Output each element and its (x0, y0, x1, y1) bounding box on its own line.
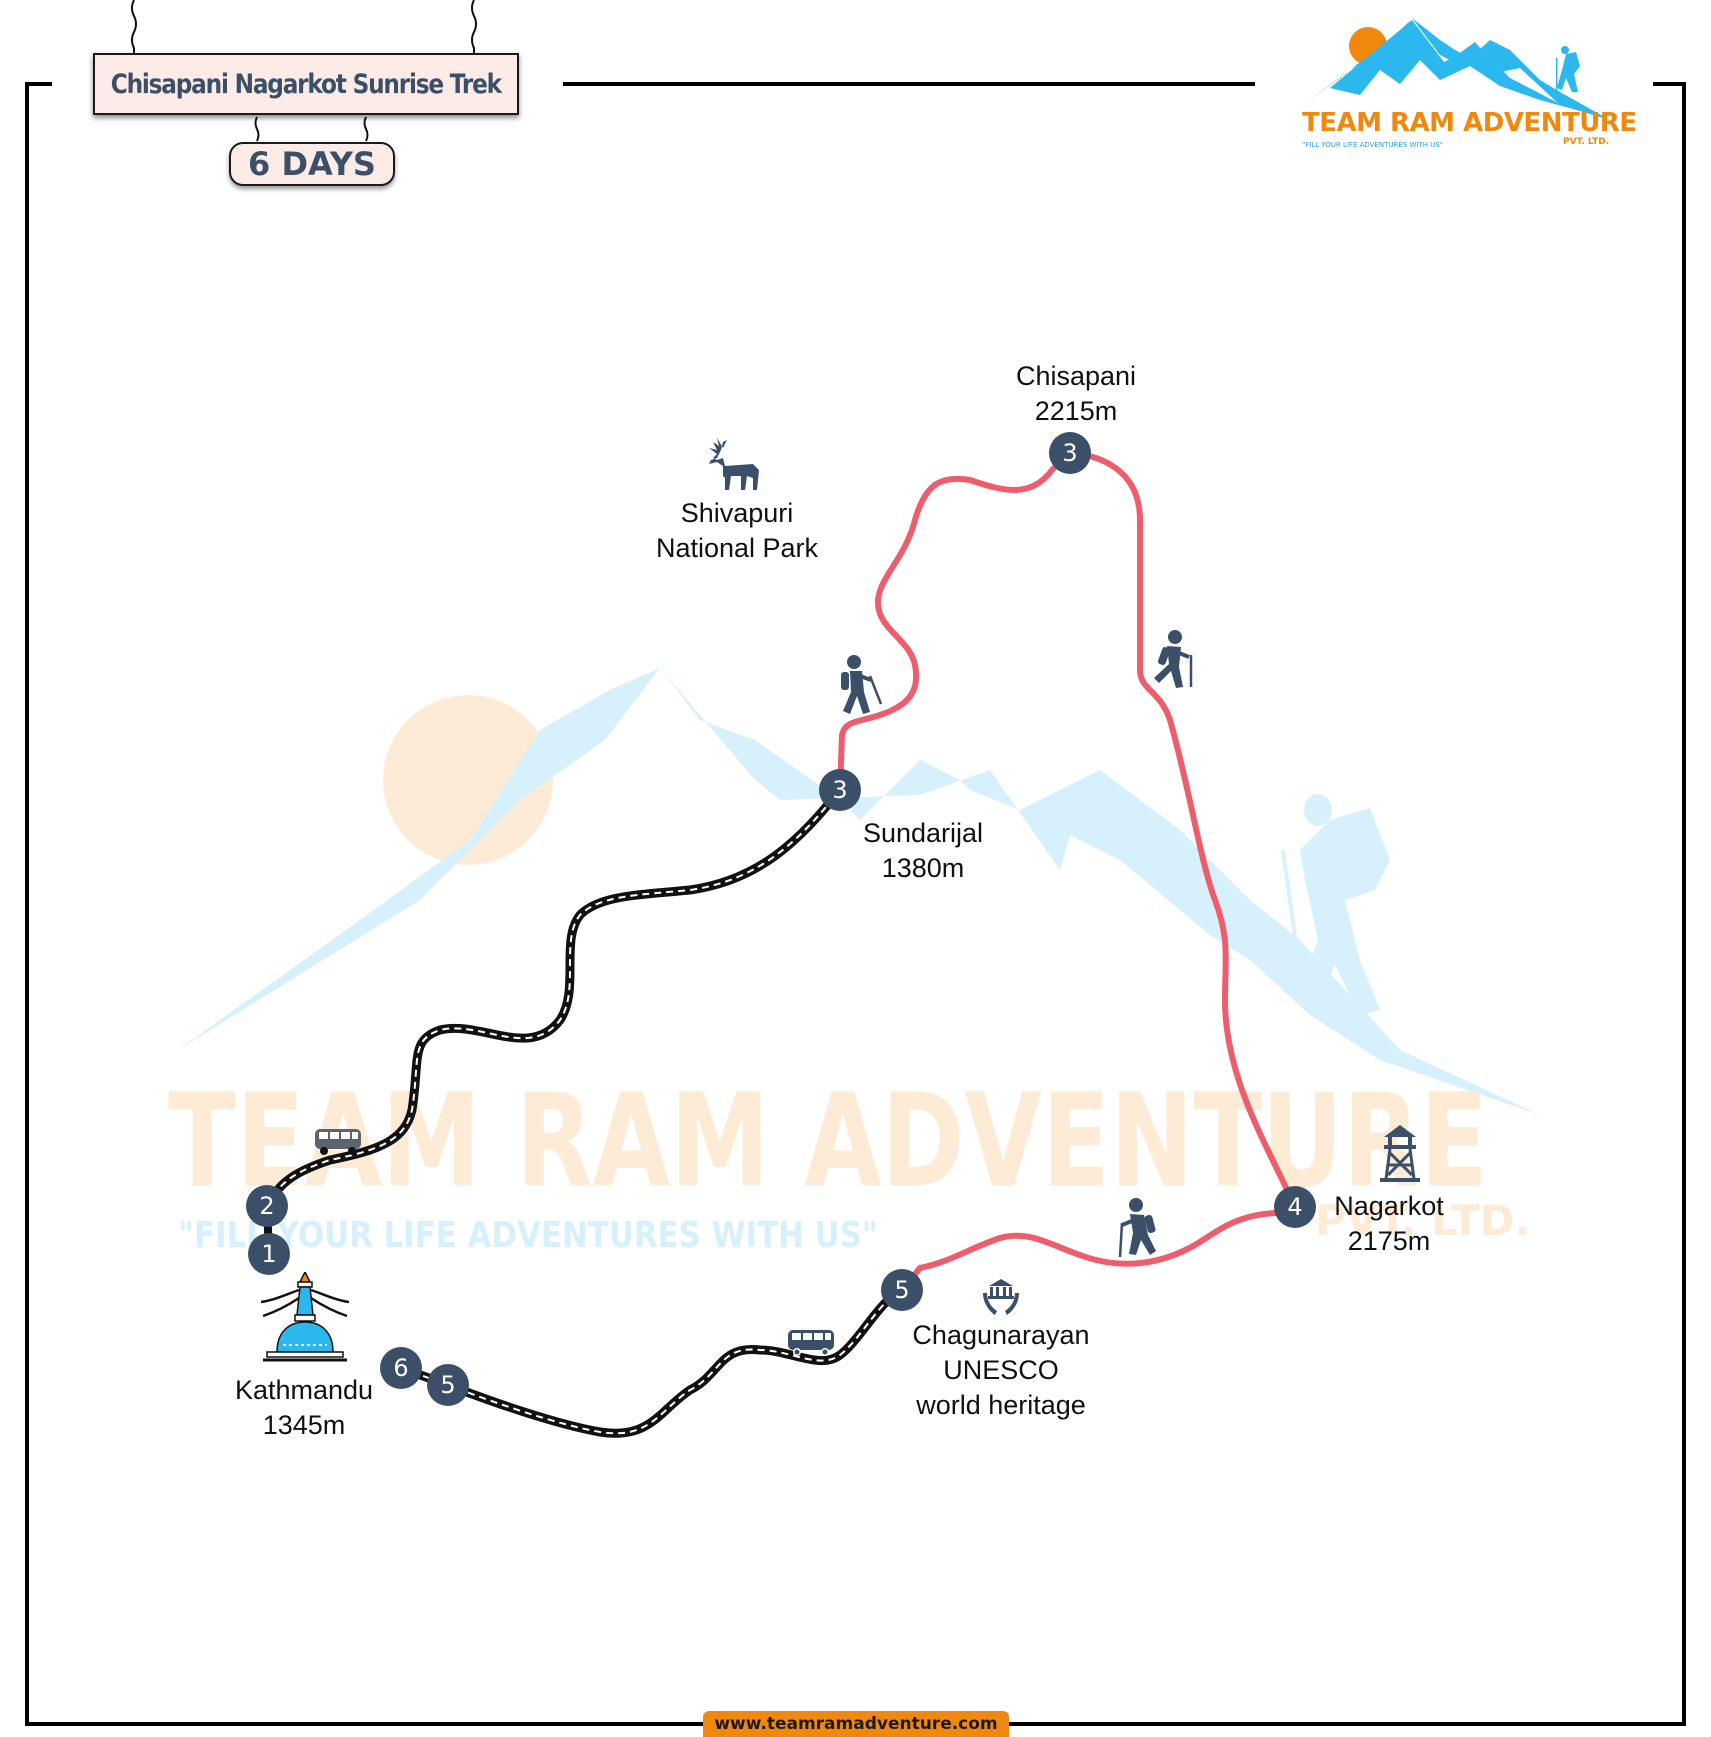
frame-right (1682, 82, 1686, 1726)
place-altitude: 2175m (1347, 1226, 1431, 1256)
place-label-nagarkot: Nagarkot 2175m (1334, 1189, 1444, 1259)
place-name: Nagarkot (1334, 1191, 1444, 1221)
frame-left (25, 82, 29, 1726)
website-url[interactable]: www.teamramadventure.com (714, 1714, 998, 1734)
watermark-pvt: PVT. LTD. (1315, 1196, 1530, 1245)
website-link[interactable]: www.teamramadventure.com (703, 1711, 1009, 1737)
watermark-tagline: "FILL YOUR LIFE ADVENTURES WITH US" (178, 1215, 878, 1256)
day-node-kathmandu-drive[interactable]: 2 (246, 1185, 288, 1227)
bus-icon (315, 1129, 361, 1155)
logo-tagline: "FILL YOUR LIFE ADVENTURES WITH US" (1302, 141, 1443, 149)
place-label-chisapani: Chisapani 2215m (1016, 359, 1136, 429)
duration-text: 6 DAYS (248, 145, 376, 183)
day-node-kathmandu-start[interactable]: 1 (248, 1233, 290, 1275)
logo-graphic (1304, 18, 1610, 120)
place-name-line2: National Park (655, 533, 819, 563)
sign-strings (131, 0, 477, 142)
heritage-icon (983, 1279, 1019, 1315)
watchtower-icon (1380, 1125, 1420, 1182)
hiker-icon (841, 655, 883, 714)
place-name: Sundarijal (862, 818, 984, 848)
drive-route-chagunarayan-kathmandu (399, 1285, 905, 1438)
watermark-mountains (178, 668, 1540, 1115)
frame-top-left (25, 82, 52, 86)
place-label-sundarijal: Sundarijal 1380m (863, 816, 983, 886)
trek-title: Chisapani Nagarkot Sunrise Trek (110, 68, 502, 100)
drive-route-kathmandu-sundarijal (262, 787, 844, 1255)
logo-brand-name: TEAM RAM ADVENTURE (1302, 108, 1637, 138)
place-label-shivapuri: Shivapuri National Park (656, 496, 818, 566)
bus-icon (788, 1330, 834, 1356)
place-name: Shivapuri (680, 498, 794, 528)
place-label-kathmandu: Kathmandu 1345m (235, 1373, 373, 1443)
duration-badge: 6 DAYS (229, 142, 395, 186)
day-node-chisapani[interactable]: 3 (1049, 432, 1091, 474)
frame-top-right (1653, 82, 1686, 86)
place-label-chagunarayan: Chagunarayan UNESCO world heritage (912, 1318, 1089, 1423)
hiker-icon (1154, 630, 1193, 688)
trek-route-sundarijal-chisapani (837, 450, 1073, 793)
place-altitude: 1345m (262, 1410, 346, 1440)
place-altitude: 2215m (1034, 396, 1118, 426)
trek-route-chisapani-nagarkot (1067, 450, 1298, 1210)
title-sign: Chisapani Nagarkot Sunrise Trek (93, 53, 519, 115)
place-name: Chagunarayan (912, 1320, 1090, 1350)
frame-top-middle (563, 82, 1255, 86)
logo-suffix: PVT. LTD. (1563, 137, 1610, 147)
logo-mountains (1304, 18, 1610, 120)
place-name: Chisapani (1015, 361, 1137, 391)
logo-hiker (1556, 46, 1580, 92)
day-node-nagarkot[interactable]: 4 (1274, 1186, 1316, 1228)
day-node-kathmandu-end[interactable]: 6 (380, 1347, 422, 1389)
stupa-icon (260, 1272, 350, 1362)
trek-route-nagarkot-chagunarayan (899, 1209, 1298, 1293)
watermark-hiker (1280, 794, 1390, 1015)
place-altitude: 1380m (881, 853, 965, 883)
place-name: Kathmandu (234, 1375, 374, 1405)
place-name-line3: world heritage (916, 1390, 1086, 1420)
day-node-sundarijal[interactable]: 3 (819, 769, 861, 811)
place-name-line2: UNESCO (943, 1355, 1059, 1385)
watermark-sun (383, 695, 553, 865)
day-node-chagunarayan[interactable]: 5 (881, 1269, 923, 1311)
day-node-kathmandu-return[interactable]: 5 (427, 1364, 469, 1406)
deer-icon (709, 438, 759, 490)
hiker-icon (1118, 1198, 1156, 1258)
